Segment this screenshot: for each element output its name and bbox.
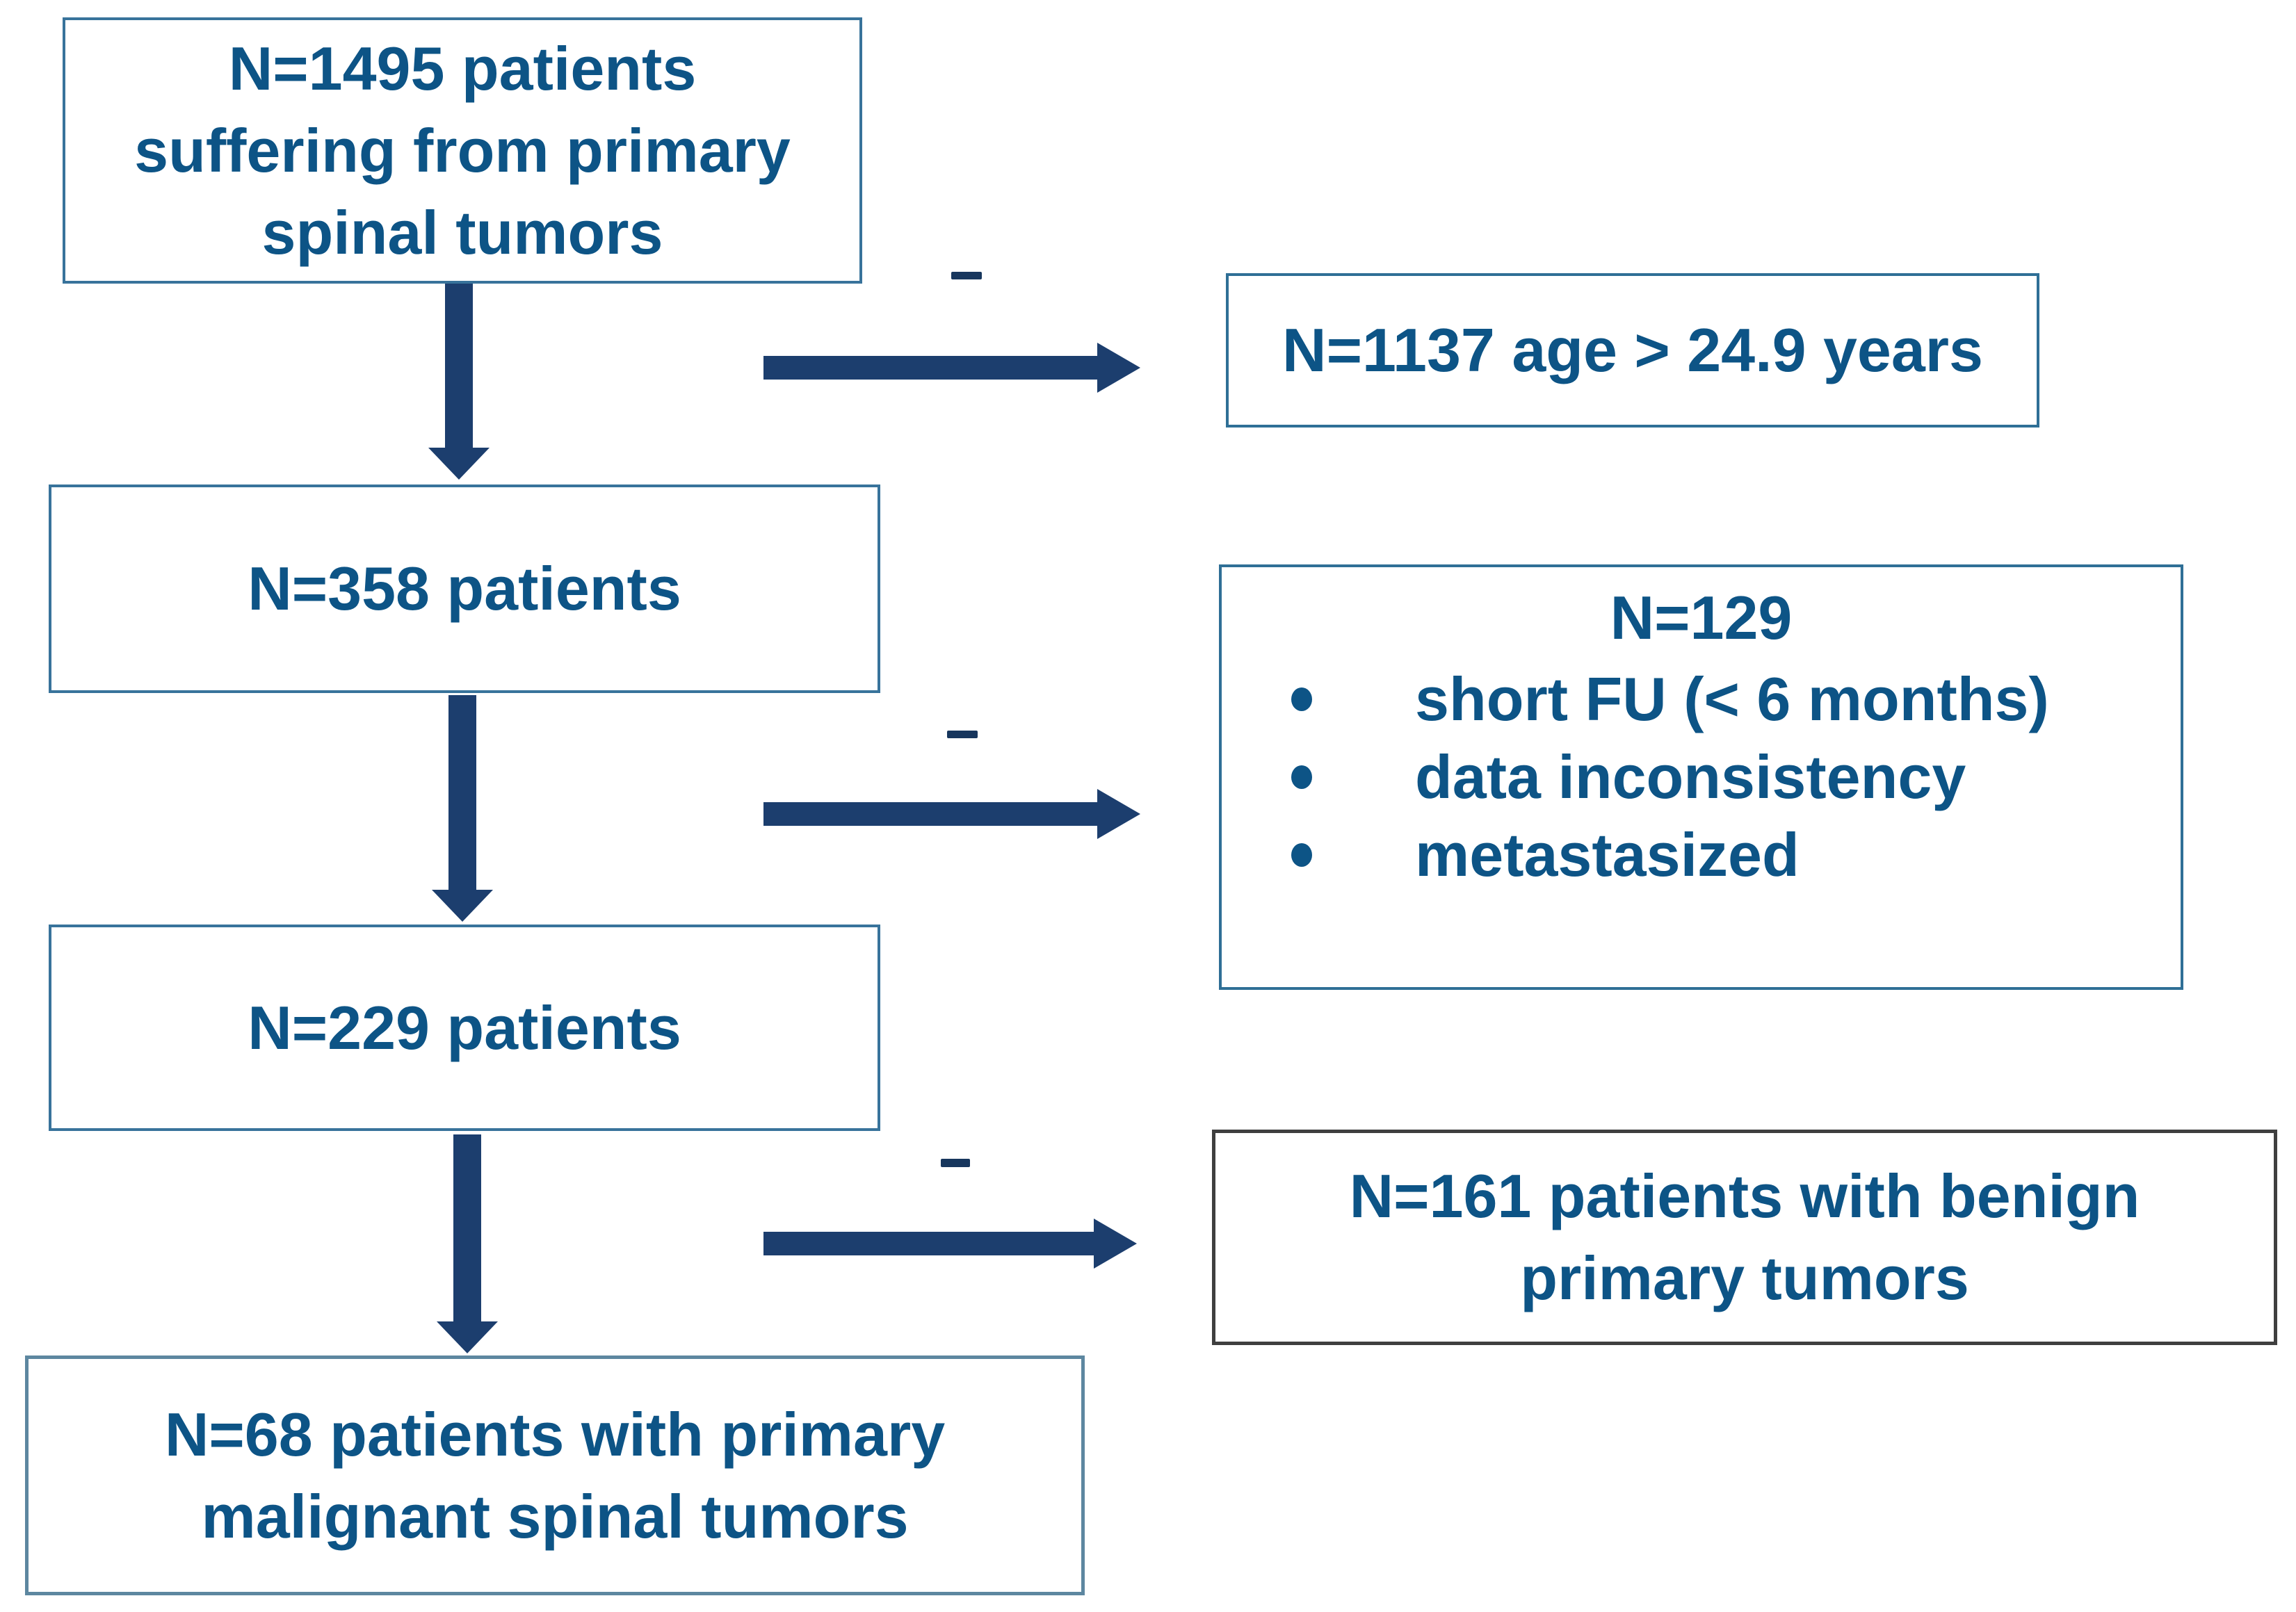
- minus-icon: [951, 272, 982, 279]
- box-patients-1495: N=1495 patients suffering from primary s…: [63, 17, 862, 284]
- arrow-down-icon: [432, 695, 493, 922]
- box-text-line: N=1137 age > 24.9 years: [1282, 316, 1983, 384]
- list-item: data inconsistency: [1222, 738, 1966, 816]
- arrow-shaft: [763, 356, 1097, 380]
- box-text-line: N=161 patients with benign: [1349, 1162, 2140, 1230]
- bullet-icon: [1291, 687, 1312, 711]
- box-patients-358: N=358 patients: [49, 485, 880, 693]
- arrow-down-icon: [428, 284, 490, 480]
- box-text-line: N=358 patients: [248, 554, 681, 623]
- box-excluded-129: N=129 short FU (< 6 months) data inconsi…: [1219, 564, 2183, 990]
- bullet-icon: [1291, 765, 1312, 789]
- list-item-label: short FU (< 6 months): [1415, 665, 2049, 733]
- box-text-line: N=1495 patients: [228, 33, 697, 103]
- arrow-down-icon: [437, 1134, 498, 1353]
- list-item-label: metastasized: [1415, 820, 1800, 889]
- box-text-line: suffering from primary: [134, 115, 791, 185]
- exclusion-reason-list: short FU (< 6 months) data inconsistency…: [1222, 660, 2181, 894]
- box-text-line: malignant spinal tumors: [201, 1481, 909, 1551]
- arrow-head: [432, 890, 493, 922]
- box-text-line: primary tumors: [1520, 1244, 1969, 1312]
- exclusion-count-title: N=129: [1610, 583, 1793, 652]
- arrow-head: [1097, 343, 1140, 393]
- arrow-shaft: [763, 1232, 1094, 1255]
- arrow-shaft: [453, 1134, 481, 1321]
- box-excluded-benign: N=161 patients with benign primary tumor…: [1212, 1130, 2277, 1345]
- box-text-line: N=68 patients with primary: [164, 1399, 946, 1469]
- box-patients-229: N=229 patients: [49, 925, 880, 1131]
- box-text-line: N=229 patients: [248, 993, 681, 1062]
- arrow-head: [428, 448, 490, 480]
- arrow-head: [1097, 789, 1140, 839]
- minus-icon: [947, 731, 978, 738]
- box-excluded-age: N=1137 age > 24.9 years: [1226, 273, 2039, 428]
- list-item: metastasized: [1222, 816, 1800, 894]
- arrow-head: [1094, 1219, 1137, 1269]
- list-item-label: data inconsistency: [1415, 742, 1966, 811]
- arrow-shaft: [445, 284, 473, 448]
- arrow-shaft: [448, 695, 476, 890]
- box-patients-68: N=68 patients with primary malignant spi…: [25, 1355, 1085, 1595]
- list-item: short FU (< 6 months): [1222, 660, 2049, 738]
- box-text-line: spinal tumors: [261, 197, 663, 267]
- minus-icon: [941, 1159, 970, 1167]
- arrow-shaft: [763, 802, 1097, 826]
- arrow-head: [437, 1321, 498, 1353]
- bullet-icon: [1291, 843, 1312, 867]
